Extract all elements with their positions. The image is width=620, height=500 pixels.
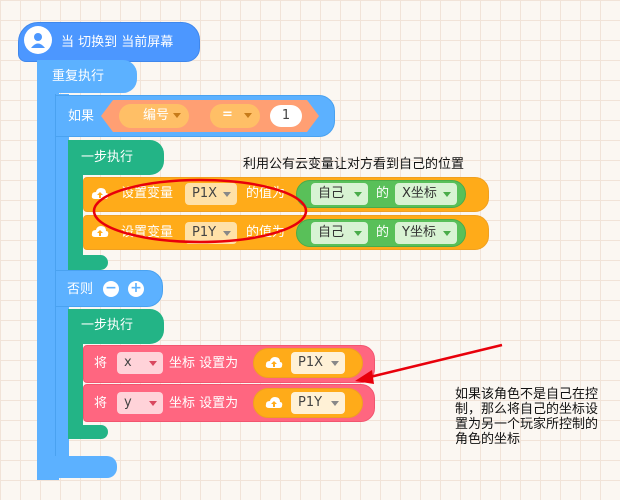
cloud-upload-icon [265, 397, 283, 408]
cloud-var-dropdown[interactable]: P1X [185, 183, 237, 205]
cloud-upload-icon [265, 357, 283, 368]
cloud-var-name: P1Y [298, 395, 323, 410]
will-label: 将 [94, 396, 108, 411]
else-step-block[interactable] [68, 309, 164, 344]
chevron-down-icon [173, 113, 181, 118]
value-label: 的值为 [246, 186, 286, 201]
remove-branch-button[interactable]: − [103, 281, 119, 297]
chevron-down-icon [354, 231, 362, 236]
coord-label: 坐标 设置为 [169, 396, 239, 411]
annotation-line: 制，那么将自己的坐标设 [455, 402, 599, 417]
else-label: 否则 [67, 282, 94, 297]
of-label: 的 [376, 225, 390, 240]
axis-name: y [124, 395, 132, 410]
variable-dropdown[interactable]: 编号 [119, 104, 189, 128]
annotation-line: 角色的坐标 [455, 432, 521, 447]
annotation-arrow-line [369, 343, 503, 379]
then-step-label: 一步执行 [81, 150, 134, 165]
chevron-down-icon [331, 401, 339, 406]
sprite-dropdown[interactable]: 自己 [311, 222, 368, 244]
will-label: 将 [94, 356, 108, 371]
attribute-name: Y坐标 [402, 225, 436, 240]
set-var-label: 设置变量 [121, 225, 174, 240]
coord-label: 坐标 设置为 [169, 356, 239, 371]
operator-label: = [222, 107, 233, 122]
chevron-down-icon [223, 192, 231, 197]
cloud-var-dropdown[interactable]: P1Y [291, 392, 345, 414]
of-label: 的 [376, 186, 390, 201]
annotation-top: 利用公有云变量让对方看到自己的位置 [243, 157, 465, 172]
hat-label: 当 切换到 当前屏幕 [61, 35, 174, 50]
cloud-var-dropdown[interactable]: P1X [291, 352, 345, 374]
person-icon [24, 26, 52, 54]
attribute-name: X坐标 [402, 186, 437, 201]
compare-value-input[interactable]: 1 [270, 105, 302, 127]
value-label: 的值为 [246, 225, 286, 240]
axis-dropdown[interactable]: y [117, 392, 163, 414]
attribute-dropdown[interactable]: Y坐标 [395, 222, 457, 244]
cloud-upload-icon [91, 188, 109, 199]
chevron-down-icon [443, 231, 451, 236]
add-branch-button[interactable]: + [128, 281, 144, 297]
annotation-line: 如果该角色不是自己在控 [455, 387, 599, 402]
loop-label: 重复执行 [52, 69, 105, 84]
repeat-forever-block[interactable] [37, 60, 137, 93]
chevron-down-icon [149, 401, 157, 406]
sprite-dropdown[interactable]: 自己 [311, 183, 368, 205]
chevron-down-icon [223, 231, 231, 236]
chevron-down-icon [149, 361, 157, 366]
cloud-var-name: P1X [298, 355, 324, 370]
cloud-var-dropdown[interactable]: P1Y [185, 222, 237, 244]
loop-bottom-arm [37, 456, 117, 478]
sprite-name: 自己 [318, 186, 345, 201]
chevron-down-icon [244, 113, 252, 118]
else-step-label: 一步执行 [81, 318, 134, 333]
then-step-block[interactable] [68, 140, 164, 175]
sprite-name: 自己 [318, 225, 345, 240]
axis-dropdown[interactable]: x [117, 352, 163, 374]
cloud-var-name: P1X [192, 186, 218, 201]
annotation-bottom: 如果该角色不是自己在控 制，那么将自己的坐标设 置为另一个玩家所控制的 角色的坐… [455, 387, 598, 447]
set-var-label: 设置变量 [121, 186, 174, 201]
chevron-down-icon [443, 192, 451, 197]
loop-arm [37, 60, 59, 480]
cloud-upload-icon [91, 226, 109, 237]
axis-name: x [124, 355, 132, 370]
variable-label: 编号 [143, 108, 170, 123]
else-step-end [68, 425, 108, 439]
attribute-dropdown[interactable]: X坐标 [395, 183, 457, 205]
chevron-down-icon [354, 192, 362, 197]
chevron-down-icon [331, 361, 339, 366]
if-label: 如果 [68, 109, 95, 124]
annotation-line: 置为另一个玩家所控制的 [455, 417, 599, 432]
operator-dropdown[interactable]: = [210, 104, 260, 128]
then-step-end [68, 255, 108, 270]
cloud-var-name: P1Y [192, 225, 217, 240]
